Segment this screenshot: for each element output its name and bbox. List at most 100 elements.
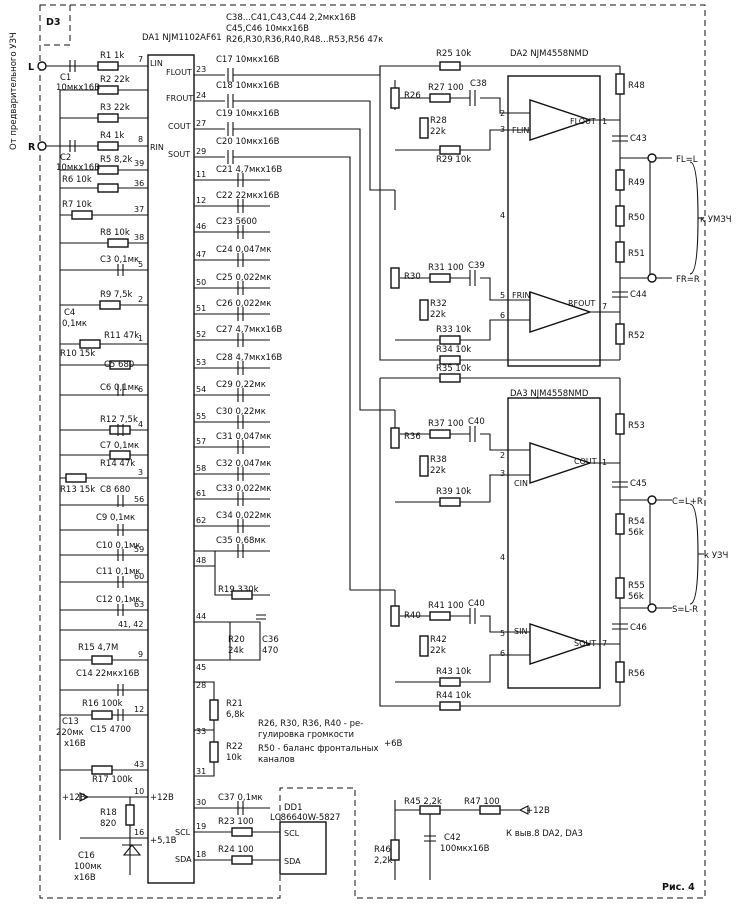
r5-label: R5 8,2k xyxy=(100,155,133,165)
svg-text:41, 42: 41, 42 xyxy=(118,620,143,629)
input-r-terminal xyxy=(37,141,47,151)
r51-label: R51 xyxy=(628,249,645,259)
r46-value: 2,2k xyxy=(374,856,393,866)
note-line-2: гулировка громкости xyxy=(258,730,354,740)
svg-text:CIN: CIN xyxy=(514,479,528,488)
c2-label: C2 xyxy=(60,153,71,163)
c10-label: C10 0,1мк xyxy=(96,541,141,551)
c3-label: C3 0,1мк xyxy=(100,255,139,265)
r26-label: R26 xyxy=(404,91,421,101)
c28-label: C28 4,7мкх16В xyxy=(216,353,282,363)
c35-label: C35 0,68мк xyxy=(216,536,266,546)
r22-label: R22 xyxy=(226,742,243,752)
r36-label: R36 xyxy=(404,432,421,442)
c26-label: C26 0,022мк xyxy=(216,299,271,309)
svg-text:7: 7 xyxy=(602,302,607,311)
r22-value: 10k xyxy=(226,753,242,763)
r52-label: R52 xyxy=(628,331,645,341)
da1-name: DA1 NJM1102AF61 xyxy=(142,33,222,43)
c16-value: 100мк xyxy=(74,862,102,872)
r13-label: R13 15k xyxy=(60,485,95,495)
r27-label: R27 100 xyxy=(428,83,464,93)
r7-label: R7 10k xyxy=(62,200,92,210)
c45-label: C45 xyxy=(630,479,647,489)
svg-text:33: 33 xyxy=(196,727,206,736)
svg-text:29: 29 xyxy=(196,147,206,156)
r25-label: R25 10k xyxy=(436,49,471,59)
svg-text:18: 18 xyxy=(196,850,206,859)
c6-label: C6 0,1мк xyxy=(100,383,139,393)
r53-label: R53 xyxy=(628,421,645,431)
r56-label: R56 xyxy=(628,669,645,679)
right-components xyxy=(390,61,628,861)
c21-label: C21 4,7мкх16В xyxy=(216,165,282,175)
input-r-label: R xyxy=(28,142,36,153)
svg-text:SOUT: SOUT xyxy=(574,639,596,648)
svg-text:51: 51 xyxy=(196,304,206,313)
c34-label: C34 0,022мк xyxy=(216,511,271,521)
r54-label: R54 xyxy=(628,517,645,527)
da1-pin-frout: FROUT xyxy=(166,94,193,103)
opamp-triangles xyxy=(529,99,593,665)
r16-label: R16 100k xyxy=(82,699,123,709)
c38-label: C38 xyxy=(470,79,487,89)
svg-text:16: 16 xyxy=(134,828,144,837)
c27-label: C27 4,7мкх16В xyxy=(216,325,282,335)
c14-label: C14 22мкх16В xyxy=(76,669,140,679)
r20-label: R20 xyxy=(228,635,245,645)
r38-label: R38 xyxy=(430,455,447,465)
r21-value: 6,8k xyxy=(226,710,245,720)
dd1-name: DD1 xyxy=(284,803,303,813)
r8-label: R8 10k xyxy=(100,228,130,238)
r33-label: R33 10k xyxy=(436,325,471,335)
r46-label: R46 xyxy=(374,845,391,855)
svg-text:37: 37 xyxy=(134,205,144,214)
da1-pin-cout: COUT xyxy=(168,122,191,131)
power-12v-right: +12В xyxy=(526,806,550,816)
svg-text:52: 52 xyxy=(196,330,206,339)
da1-pin-scl: SCL xyxy=(175,828,191,837)
c46-label: C46 xyxy=(630,623,647,633)
r1-label: R1 1k xyxy=(100,51,124,61)
svg-text:58: 58 xyxy=(196,464,206,473)
r20-value: 24k xyxy=(228,646,244,656)
power-6v: +6В xyxy=(384,739,403,749)
r32-value: 22k xyxy=(430,310,446,320)
output-fr: FR=R xyxy=(676,275,700,285)
r38-value: 22k xyxy=(430,466,446,476)
svg-text:57: 57 xyxy=(196,437,206,446)
p12-left-arrow xyxy=(79,792,90,802)
figure-caption: Рис. 4 xyxy=(662,882,695,893)
svg-text:55: 55 xyxy=(196,412,206,421)
svg-text:59: 59 xyxy=(134,545,144,554)
svg-text:COUT: COUT xyxy=(574,457,597,466)
r4-label: R4 1k xyxy=(100,131,124,141)
c24-label: C24 0,047мк xyxy=(216,245,271,255)
p12-right-arrow xyxy=(518,805,529,815)
da1-pin-sda: SDA xyxy=(175,855,192,864)
r6-label: R6 10k xyxy=(62,175,92,185)
output-s: S=L-R xyxy=(672,605,698,615)
svg-text:9: 9 xyxy=(138,650,143,659)
c43-label: C43 xyxy=(630,134,647,144)
svg-text:6: 6 xyxy=(138,385,143,394)
svg-text:2: 2 xyxy=(500,451,505,460)
svg-text:31: 31 xyxy=(196,767,206,776)
svg-text:6: 6 xyxy=(500,311,505,320)
c5-label: C5 680 xyxy=(104,360,134,370)
r48-label: R48 xyxy=(628,81,645,91)
c4-value: 0,1мк xyxy=(62,319,87,329)
svg-text:RFOUT: RFOUT xyxy=(568,299,595,308)
power-51v: +5,1В xyxy=(150,836,177,846)
svg-text:27: 27 xyxy=(196,119,206,128)
input-l-terminal xyxy=(37,61,47,71)
da2-name: DA2 NJM4558NMD xyxy=(510,49,589,59)
c25-label: C25 0,022мк xyxy=(216,273,271,283)
c9-label: C9 0,1мк xyxy=(96,513,135,523)
output-terminals xyxy=(647,153,704,613)
left-components xyxy=(65,60,142,856)
r45-label: R45 2,2k xyxy=(404,797,442,807)
r55-label: R55 xyxy=(628,581,645,591)
c18-label: C18 10мкх16В xyxy=(216,81,280,91)
r40-label: R40 xyxy=(404,611,421,621)
